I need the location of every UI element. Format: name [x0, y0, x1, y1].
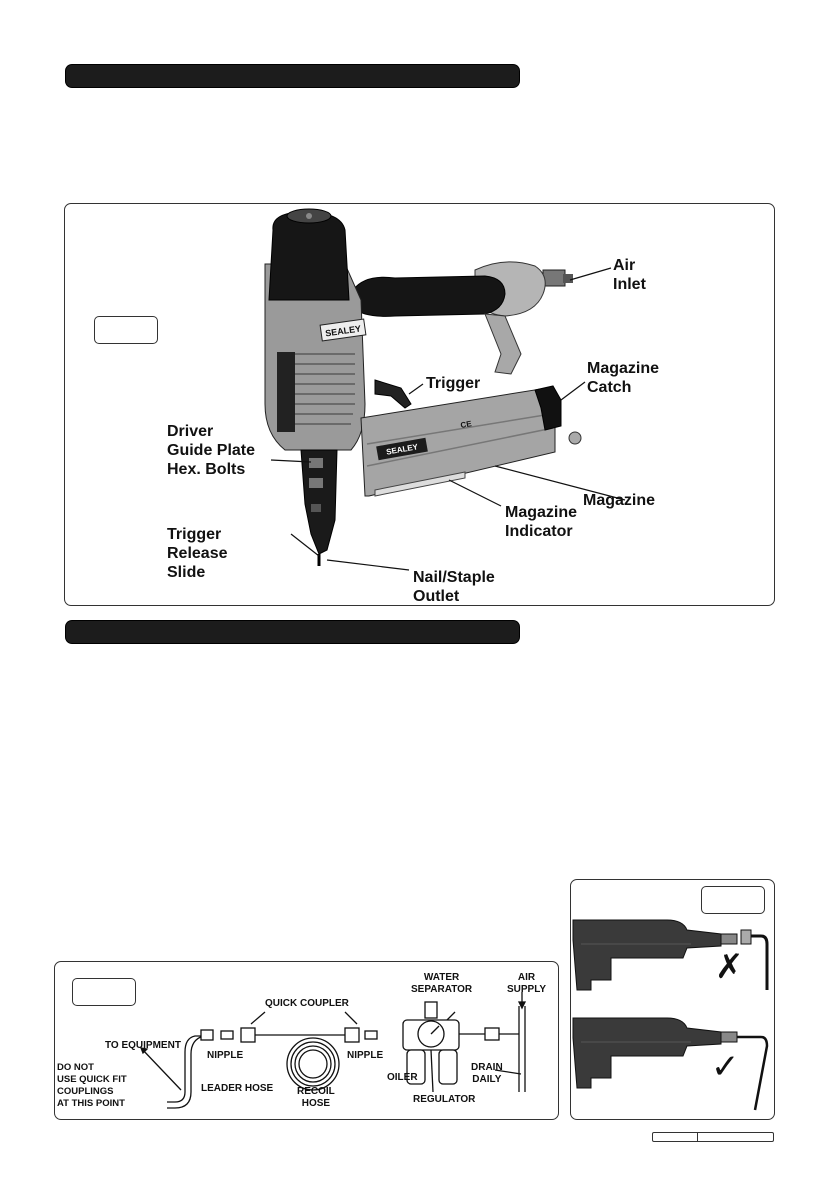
- label-air-supply: AIR SUPPLY: [507, 972, 547, 995]
- figure-2-frame: TO EQUIPMENT DO NOT USE QUICK FIT COUPLI…: [54, 961, 559, 1120]
- section-header-bar-2: [66, 621, 519, 643]
- label-oiler: OILER: [387, 1072, 418, 1083]
- figure-2-tab: [72, 978, 136, 1006]
- label-recoil-hose: RECOIL HOSE: [297, 1086, 335, 1109]
- figure-1-tab: [94, 316, 158, 344]
- label-do-not-use-quick-fit: DO NOT USE QUICK FIT COUPLINGS AT THIS P…: [57, 1062, 127, 1109]
- section-header-bar-1: [66, 65, 519, 87]
- label-regulator: REGULATOR: [413, 1094, 476, 1105]
- label-magazine-indicator: Magazine Indicator: [505, 504, 578, 540]
- label-leader-hose: LEADER HOSE: [201, 1083, 274, 1094]
- label-nipple-right: NIPPLE: [347, 1050, 384, 1061]
- brand-badge: SEALEY: [325, 324, 362, 339]
- nail-gun-illustration: SEALEY SEALEY CE: [264, 208, 626, 571]
- label-magazine-catch: Magazine Catch: [587, 360, 660, 396]
- correct-mark: ✓: [711, 1048, 740, 1086]
- label-trigger-release-slide: Trigger Release Slide: [167, 526, 228, 581]
- label-magazine: Magazine: [583, 492, 656, 509]
- label-driver-guide-plate: Driver Guide Plate Hex. Bolts: [167, 423, 256, 478]
- ce-mark: CE: [460, 419, 473, 430]
- label-water-separator: WATER SEPARATOR: [411, 972, 473, 995]
- figure-1-frame: SEALEY SEALEY CE Ai: [64, 203, 775, 606]
- label-nail-staple-outlet: Nail/Staple Outlet: [413, 569, 495, 605]
- label-air-inlet: Air Inlet: [613, 257, 646, 293]
- incorrect-mark: ✗: [715, 948, 744, 986]
- air-supply-diagram: [139, 992, 527, 1109]
- figure-3-frame: ✗ ✓: [570, 879, 775, 1120]
- footer-reference-box: [652, 1132, 774, 1142]
- label-drain-daily: DRAIN DAILY: [471, 1062, 503, 1085]
- label-to-equipment: TO EQUIPMENT: [105, 1040, 181, 1051]
- label-trigger: Trigger: [426, 375, 481, 392]
- label-nipple-left: NIPPLE: [207, 1050, 244, 1061]
- coupling-comparison-illustration: [572, 919, 769, 1111]
- figure-3-tab: [701, 886, 765, 914]
- label-quick-coupler: QUICK COUPLER: [265, 998, 349, 1009]
